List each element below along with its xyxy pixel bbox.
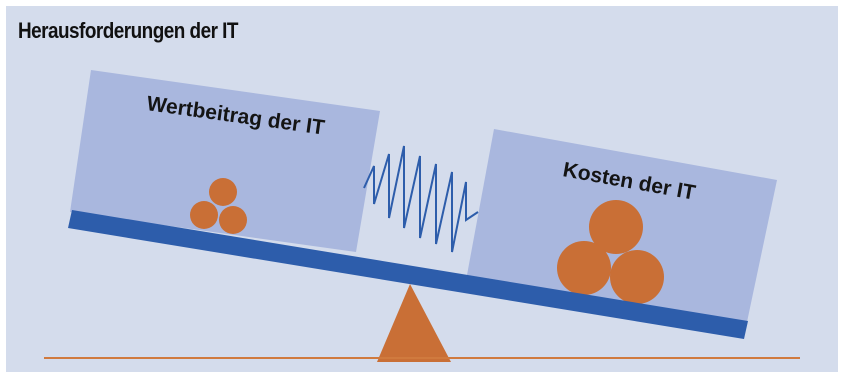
right-cost-box: Kosten der IT	[467, 129, 777, 322]
spring-icon	[363, 145, 479, 253]
left-value-box: Wertbeitrag der IT	[70, 70, 380, 252]
diagram-panel: Herausforderungen der IT Wertbeitrag der…	[6, 6, 838, 372]
page-title: Herausforderungen der IT	[18, 18, 238, 43]
coin-icon	[219, 206, 247, 234]
coin-icon	[190, 201, 218, 229]
coin-icon	[610, 250, 664, 304]
coin-icon	[557, 241, 611, 295]
left-box-shape	[70, 70, 380, 252]
fulcrum	[377, 284, 451, 362]
coin-icon	[589, 200, 643, 254]
coin-icon	[209, 178, 237, 206]
balance-beam	[68, 210, 748, 339]
balance-illustration: Wertbeitrag der IT Kosten der IT	[44, 70, 800, 362]
